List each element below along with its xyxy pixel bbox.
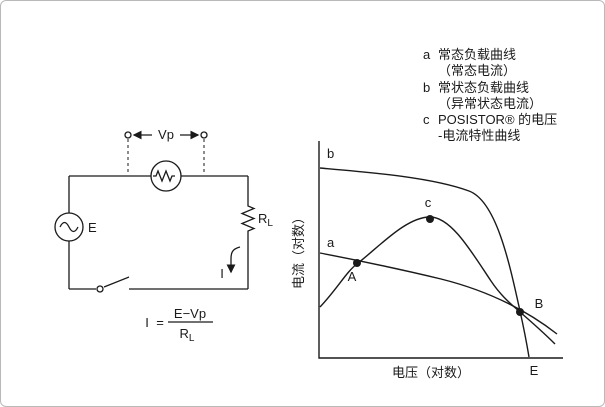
posistor-resistor-zigzag	[153, 169, 175, 183]
legend-a-line1: 常态负载曲线	[438, 47, 517, 62]
equation-lhs: I	[145, 315, 149, 330]
legend-text-c: POSISTOR® 的电压 -电流特性曲线	[438, 112, 601, 145]
current-arrow	[226, 246, 241, 274]
legend-key-b: b	[423, 79, 431, 95]
vp-terminal-right	[200, 131, 208, 139]
load-resistor-zigzag	[240, 203, 256, 234]
equation-equals: =	[156, 315, 164, 330]
graph	[318, 141, 563, 359]
posistor-icon	[150, 160, 182, 192]
curve-a-label: a	[327, 235, 335, 250]
load-label: RL	[258, 211, 273, 229]
equation-numerator: E−Vp	[174, 306, 206, 321]
graph-axes	[318, 141, 563, 359]
x-end-label: E	[530, 363, 539, 378]
point-a-dot	[353, 259, 361, 267]
point-a-label: A	[348, 269, 357, 284]
vp-terminal-left	[124, 131, 132, 139]
legend-key-a: a	[423, 47, 431, 62]
point-b-dot	[516, 308, 524, 316]
legend-c-line2: -电流特性曲线	[438, 128, 521, 144]
legend-item-b: b 常状态负载曲线 （异常状态电流）	[423, 80, 601, 113]
current-label: I	[220, 266, 224, 281]
circuit-diagram	[54, 130, 256, 323]
legend-a-line2: （常态电流）	[438, 63, 517, 79]
legend: a 常态负载曲线 （常态电流） b 常状态负载曲线 （异常状态电流） c POS…	[423, 47, 601, 145]
y-axis-label: 电流（对数）	[291, 211, 306, 289]
x-axis-label: 电压（对数）	[392, 365, 470, 380]
legend-item-c: c POSISTOR® 的电压 -电流特性曲线	[423, 112, 601, 145]
curve-b-label: b	[327, 146, 334, 161]
point-c-dot	[426, 215, 434, 223]
switch-contact	[96, 285, 104, 293]
legend-c-line1: POSISTOR® 的电压	[438, 112, 558, 127]
vp-label: Vp	[158, 127, 174, 142]
legend-text-a: 常态负载曲线 （常态电流）	[438, 47, 601, 80]
source-label: E	[88, 220, 97, 235]
switch-arm	[103, 276, 130, 288]
point-b-label: B	[535, 296, 544, 311]
legend-key-c: c	[423, 112, 430, 127]
ac-sine-icon	[59, 221, 79, 233]
legend-b-line1: 常状态负载曲线	[438, 79, 530, 95]
legend-text-b: 常状态负载曲线 （异常状态电流）	[438, 80, 601, 113]
legend-item-a: a 常态负载曲线 （常态电流）	[423, 47, 601, 80]
curve-b	[319, 167, 530, 358]
legend-b-line2: （异常状态电流）	[438, 95, 543, 111]
point-c-label: c	[425, 195, 432, 210]
equation-denominator: RL	[180, 326, 195, 344]
